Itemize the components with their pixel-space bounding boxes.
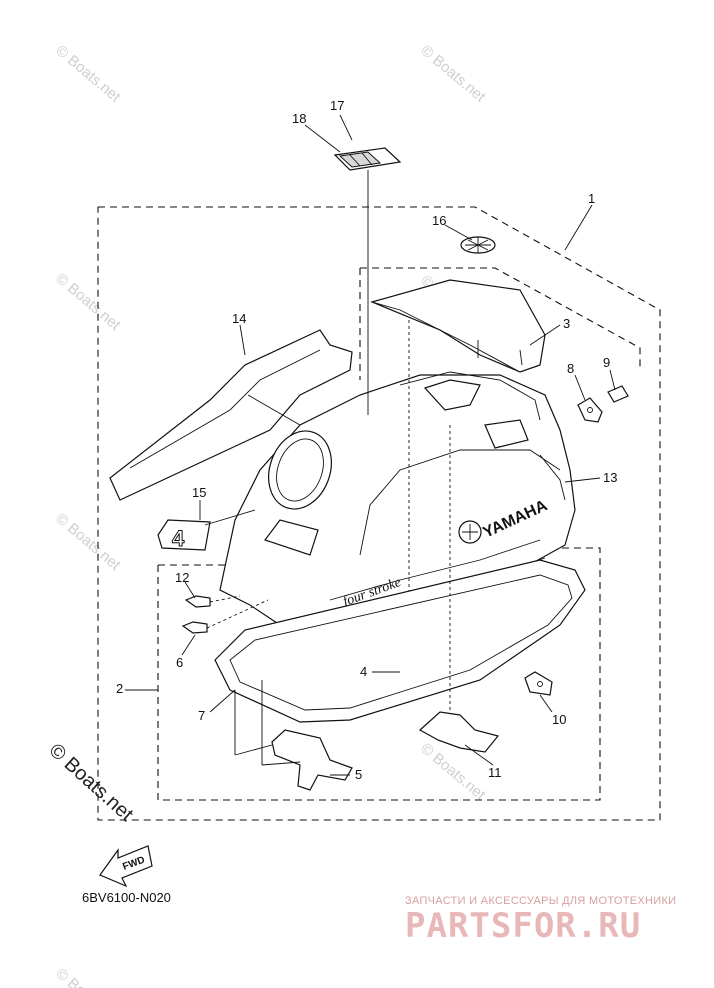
part-label-8: 8 xyxy=(567,361,574,376)
seal-ring-7 xyxy=(214,559,586,723)
part-label-11: 11 xyxy=(488,765,502,780)
decal-sheet-17-18 xyxy=(333,147,402,171)
part-label-3: 3 xyxy=(563,316,570,331)
watermark-text: © Boats.net xyxy=(52,965,124,988)
emblem-16 xyxy=(460,236,496,254)
part-label-6: 6 xyxy=(176,655,183,670)
part-label-18: 18 xyxy=(292,111,306,126)
watermark-text: © Boats.net xyxy=(52,42,124,106)
bolt-6 xyxy=(181,599,269,634)
part-label-10: 10 xyxy=(552,712,566,727)
top-cover-3 xyxy=(370,279,546,373)
clip-10 xyxy=(524,671,553,696)
part-label-12: 12 xyxy=(175,570,189,585)
decal-15: 4 xyxy=(157,519,211,552)
bracket-5 xyxy=(271,729,353,791)
part-label-13: 13 xyxy=(603,470,617,485)
part-label-14: 14 xyxy=(232,311,246,326)
bracket-11 xyxy=(418,425,500,753)
screw-9 xyxy=(607,385,629,403)
assembly-boundary-upper xyxy=(360,267,641,370)
svg-text:4: 4 xyxy=(172,526,185,551)
part-label-7: 7 xyxy=(198,708,205,723)
part-label-9: 9 xyxy=(603,355,610,370)
decal-strip-14 xyxy=(109,329,353,501)
footer-tagline: ЗАПЧАСТИ И АКСЕССУАРЫ ДЛЯ МОТОТЕХНИКИ xyxy=(405,895,676,907)
bolt-12 xyxy=(184,595,241,608)
watermark-text: © Boats.net xyxy=(52,510,124,574)
part-label-2: 2 xyxy=(116,681,123,696)
watermark-text: © Boats.net xyxy=(52,270,124,334)
assembly-boundary-bottom-cowling xyxy=(157,547,601,801)
watermark-text: © Boats.net xyxy=(417,42,489,106)
decal-13 xyxy=(539,454,566,501)
part-label-17: 17 xyxy=(330,98,344,113)
footer-logo: PARTSFOR.RU xyxy=(405,906,641,946)
leader-lines xyxy=(125,114,616,776)
part-label-16: 16 xyxy=(432,213,446,228)
diagram-code: 6BV6100-N020 xyxy=(82,890,171,905)
bracket-8 xyxy=(577,397,603,423)
part-label-5: 5 xyxy=(355,767,362,782)
fwd-arrow-icon: FWD xyxy=(99,845,153,888)
part-label-4: 4 xyxy=(360,664,367,679)
part-label-1: 1 xyxy=(588,191,595,206)
part-number-labels: 1 2 3 4 5 6 7 8 9 10 11 12 13 14 15 16 1… xyxy=(116,98,617,782)
part-label-15: 15 xyxy=(192,485,206,500)
assembly-boundary-top-cowling xyxy=(97,206,661,821)
boats-net-watermark: © Boats.net xyxy=(45,739,138,826)
